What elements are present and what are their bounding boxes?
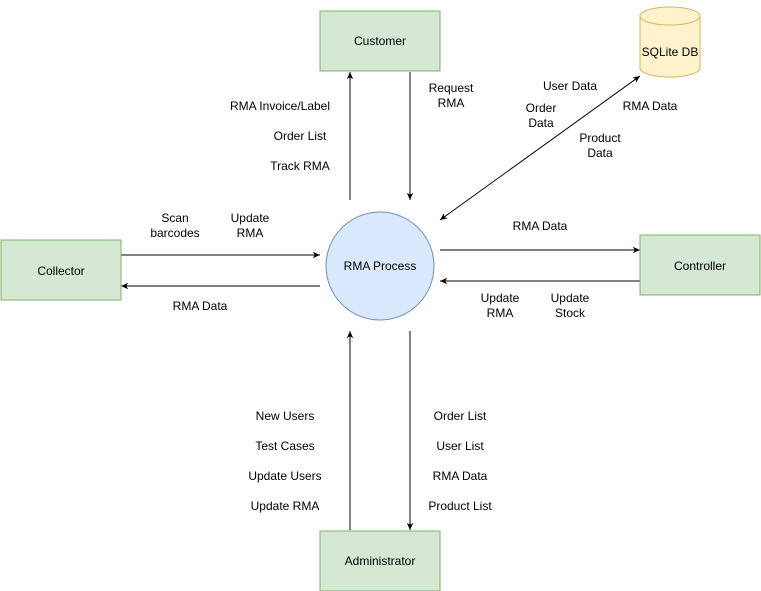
label-rma-invoice: RMA Invoice/Label — [230, 99, 330, 113]
label-update-stock-1: Update — [551, 291, 590, 305]
label-product-list: Product List — [428, 499, 492, 513]
customer-label: Customer — [354, 34, 406, 48]
label-order-data-2: Data — [528, 116, 554, 130]
label-rma-data-controller: RMA Data — [513, 219, 568, 233]
database-node[interactable]: SQLite DB — [639, 6, 701, 78]
controller-node[interactable]: Controller — [639, 234, 761, 296]
label-update-rma-collector-1: Update — [231, 211, 270, 225]
label-test-cases: Test Cases — [255, 439, 314, 453]
label-update-rma-controller-1: Update — [481, 291, 520, 305]
label-update-stock-2: Stock — [555, 306, 586, 320]
collector-label: Collector — [37, 264, 84, 278]
administrator-node[interactable]: Administrator — [319, 530, 441, 591]
label-rma-data-db: RMA Data — [623, 99, 678, 113]
label-request-rma-1: Request — [429, 81, 474, 95]
label-update-users: Update Users — [248, 469, 321, 483]
label-product-data-2: Data — [587, 146, 613, 160]
label-update-rma-admin: Update RMA — [251, 499, 320, 513]
label-track-rma: Track RMA — [270, 159, 330, 173]
label-rma-data-collector: RMA Data — [173, 299, 228, 313]
process-node[interactable]: RMA Process — [325, 211, 435, 321]
label-order-data-1: Order — [526, 101, 557, 115]
label-scan-barcodes-1: Scan — [161, 211, 188, 225]
label-update-rma-controller-2: RMA — [487, 306, 514, 320]
database-label: SQLite DB — [642, 45, 699, 59]
label-request-rma-2: RMA — [438, 96, 465, 110]
edge-process-db — [439, 75, 641, 221]
process-label: RMA Process — [344, 259, 417, 273]
customer-node[interactable]: Customer — [319, 10, 441, 72]
label-user-data: User Data — [543, 79, 597, 93]
label-rma-data-admin: RMA Data — [433, 469, 488, 483]
label-scan-barcodes-2: barcodes — [150, 226, 199, 240]
label-new-users: New Users — [256, 409, 315, 423]
label-user-list: User List — [436, 439, 484, 453]
controller-label: Controller — [674, 259, 726, 273]
administrator-label: Administrator — [345, 554, 416, 568]
label-update-rma-collector-2: RMA — [237, 226, 264, 240]
label-order-list-admin: Order List — [434, 409, 487, 423]
collector-node[interactable]: Collector — [0, 239, 122, 301]
label-order-list-customer: Order List — [274, 129, 327, 143]
label-product-data-1: Product — [579, 131, 621, 145]
